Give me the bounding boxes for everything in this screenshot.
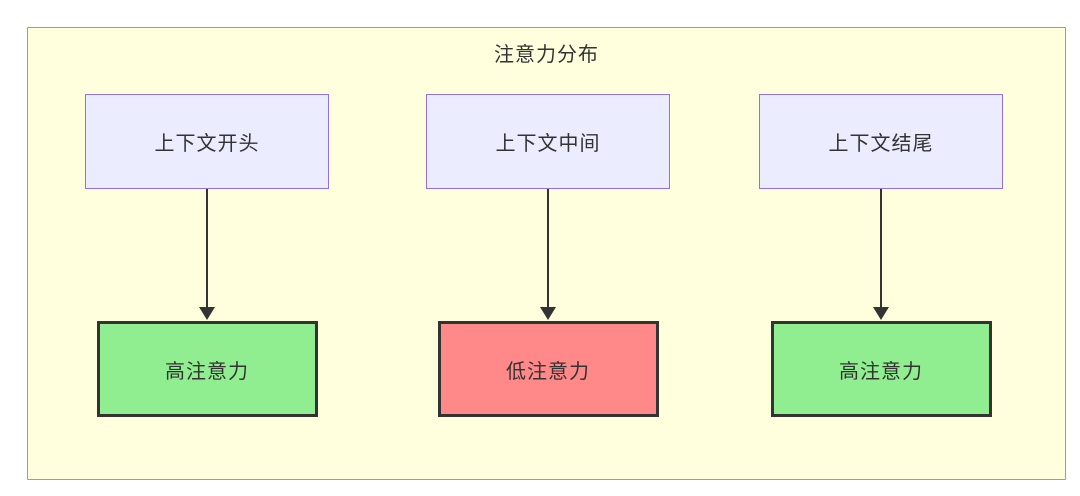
edge-beginning-to-high	[199, 189, 215, 321]
node-context-beginning: 上下文开头	[85, 94, 329, 189]
node-context-middle-label: 上下文中间	[495, 133, 601, 155]
flow-column-context-middle: 上下文中间 低注意力	[418, 94, 678, 417]
arrowhead-down-icon	[199, 307, 215, 320]
node-context-end: 上下文结尾	[759, 94, 1003, 189]
arrowhead-down-icon	[540, 307, 556, 320]
node-context-middle: 上下文中间	[426, 94, 670, 189]
edge-line	[880, 189, 882, 308]
edge-end-to-high	[873, 189, 889, 321]
edge-line	[206, 189, 208, 308]
node-high-attention-1-label: 高注意力	[165, 360, 249, 383]
node-context-end-label: 上下文结尾	[828, 133, 934, 155]
node-high-attention-2-label: 高注意力	[839, 360, 923, 383]
node-context-beginning-label: 上下文开头	[154, 133, 260, 155]
arrowhead-down-icon	[873, 307, 889, 320]
node-low-attention-label: 低注意力	[506, 360, 590, 383]
node-low-attention: 低注意力	[437, 321, 659, 417]
edge-middle-to-low	[540, 189, 556, 321]
attention-distribution-cluster: 注意力分布 上下文开头 高注意力 上下文中间 低注意力	[27, 27, 1066, 480]
cluster-title: 注意力分布	[494, 44, 599, 66]
flow-column-context-beginning: 上下文开头 高注意力	[77, 94, 337, 417]
edge-line	[547, 189, 549, 308]
node-high-attention-2: 高注意力	[770, 321, 992, 417]
node-high-attention-1: 高注意力	[96, 321, 318, 417]
flow-column-context-end: 上下文结尾 高注意力	[751, 94, 1011, 417]
